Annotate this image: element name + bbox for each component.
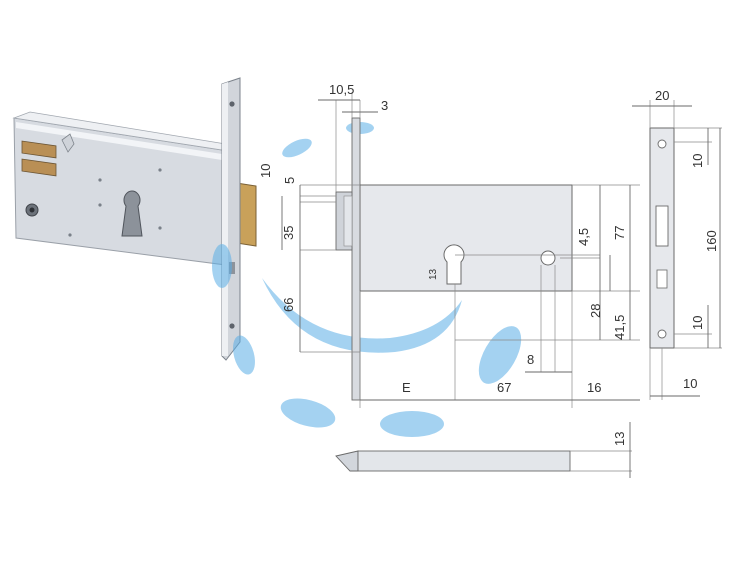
dim-left-35: 35: [281, 226, 296, 240]
dim-bottom-16: 16: [587, 380, 601, 395]
dim-right-4-5: 4,5: [576, 228, 591, 246]
screw-head-center: [29, 207, 35, 213]
brass-slot-1: [21, 140, 57, 159]
dim-bolt-13: 13: [612, 432, 627, 446]
euro-cylinder-hole-icon: [121, 190, 143, 237]
dim-cylinder-13: 13: [428, 268, 439, 280]
follower-hole: [540, 250, 556, 266]
dim-right-77: 77: [612, 226, 627, 240]
dim-bottom-67: 67: [497, 380, 511, 395]
lock-photo: [12, 77, 257, 361]
dim-bottom-8: 8: [527, 352, 534, 367]
faceplate-highlight: [222, 82, 228, 356]
rivet: [68, 233, 72, 237]
brass-slot-2: [21, 158, 57, 177]
euro-cylinder-hole-icon: [443, 244, 465, 285]
rivet: [158, 168, 162, 172]
dim-faceplate-20: 20: [655, 88, 669, 103]
front-screw-hole-top: [657, 139, 667, 149]
faceplate-outline: [351, 117, 361, 401]
rivet: [158, 226, 162, 230]
dim-faceplate-160: 160: [704, 230, 719, 252]
dim-faceplate-10-side: 10: [683, 376, 697, 391]
rivet: [98, 178, 102, 182]
rivet: [98, 203, 102, 207]
lever-detail: [61, 133, 75, 153]
lock-case-highlight: [16, 122, 222, 160]
faceplate-front-view: [632, 100, 722, 400]
dim-left-66: 66: [281, 298, 296, 312]
dim-right-28: 28: [588, 304, 603, 318]
dim-left-5: 5: [282, 177, 297, 184]
bolt-profile: [335, 450, 359, 472]
dim-top-10-5: 10,5: [329, 82, 354, 97]
dim-left-10: 10: [258, 164, 273, 178]
dim-bottom-e: E: [402, 380, 411, 395]
dim-right-41-5: 41,5: [612, 315, 627, 340]
dim-top-3: 3: [381, 98, 388, 113]
front-latch-slot: [656, 269, 668, 289]
faceplate-screw-top: [229, 101, 235, 107]
front-bolt-slot: [655, 205, 669, 247]
bolt-bottom-view: [335, 422, 632, 478]
faceplate-screw-bottom: [229, 323, 235, 329]
faceplate-latch-slot: [229, 262, 235, 274]
dim-faceplate-10-bottom: 10: [690, 316, 705, 330]
side-view-drawing: [281, 92, 640, 408]
bolt-bar: [357, 450, 571, 472]
dim-faceplate-10-top: 10: [690, 154, 705, 168]
front-screw-hole-bottom: [657, 329, 667, 339]
case-outline: [359, 184, 573, 292]
bolt-inner: [343, 195, 353, 247]
